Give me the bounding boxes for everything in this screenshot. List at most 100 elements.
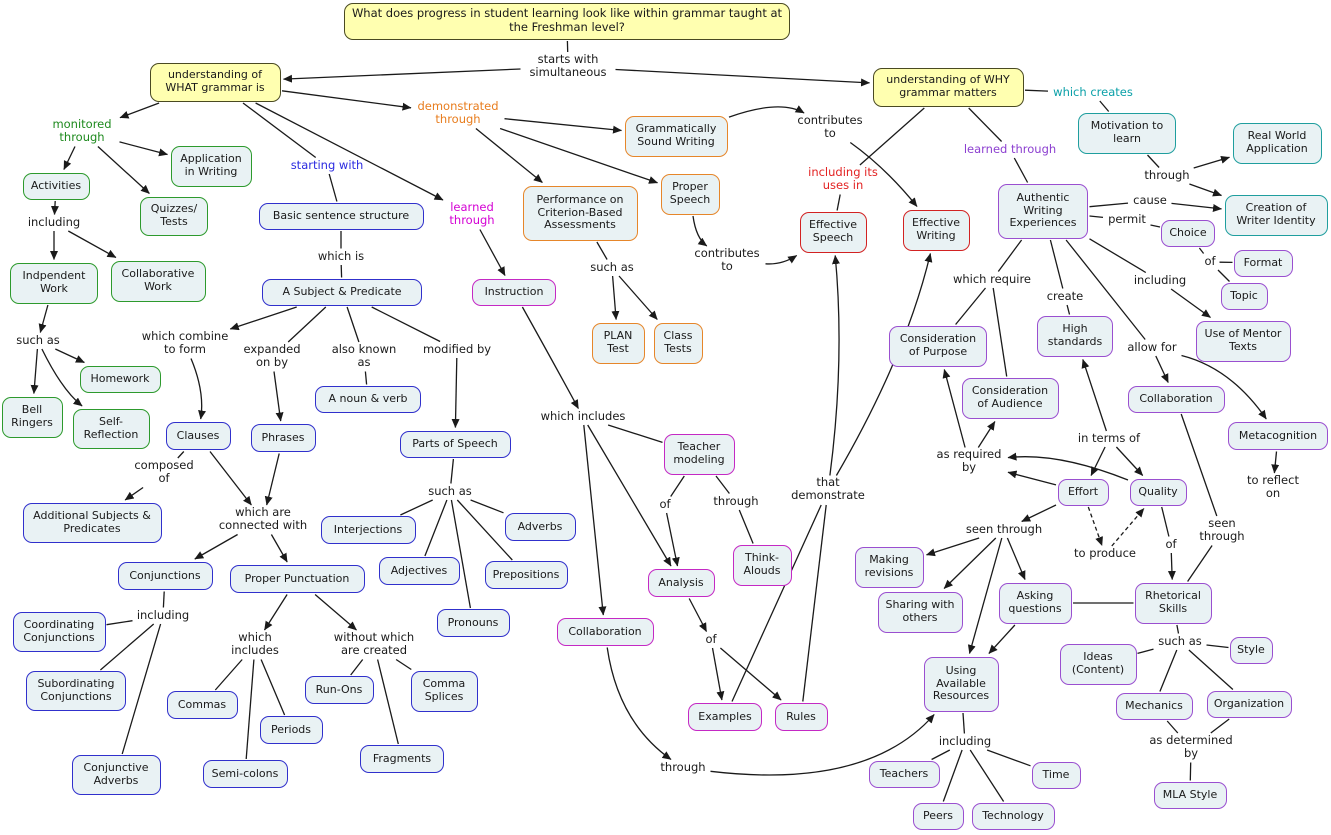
- linking-phrase-including3[interactable]: including: [1133, 272, 1187, 287]
- node-addsubj[interactable]: Additional Subjects & Predicates: [22, 503, 162, 543]
- linking-phrase-of4[interactable]: of: [1165, 536, 1177, 551]
- linking-phrase-connected[interactable]: which are connected with: [218, 505, 308, 532]
- node-mechanics[interactable]: Mechanics: [1115, 692, 1193, 720]
- node-quality[interactable]: Quality: [1129, 478, 1187, 506]
- linking-phrase-interms[interactable]: in terms of: [1077, 430, 1141, 445]
- node-pcba[interactable]: Performance on Criterion-Based Assessmen…: [522, 185, 638, 241]
- node-collab2[interactable]: Collaboration: [1127, 385, 1225, 413]
- node-peers[interactable]: Peers: [912, 802, 964, 830]
- node-commas[interactable]: Commas: [166, 691, 238, 719]
- node-asp[interactable]: A Subject & Predicate: [262, 278, 422, 306]
- node-time[interactable]: Time: [1031, 761, 1081, 789]
- linking-phrase-asrequired[interactable]: as required by: [936, 447, 1002, 474]
- focus-question-node[interactable]: What does progress in student learning l…: [344, 2, 790, 40]
- node-ideas[interactable]: Ideas (Content): [1059, 643, 1137, 685]
- linking-phrase-toreflect[interactable]: to reflect on: [1247, 473, 1299, 500]
- linking-phrase-through1[interactable]: through: [713, 493, 759, 508]
- node-asking[interactable]: Asking questions: [998, 582, 1072, 624]
- linking-phrase-whichincludes2[interactable]: which includes: [231, 630, 279, 657]
- linking-phrase-withoutwhich[interactable]: without which are created: [333, 630, 415, 657]
- node-appwriting[interactable]: Application in Writing: [170, 145, 252, 187]
- node-effspeech[interactable]: Effective Speech: [799, 211, 867, 253]
- linking-phrase-allowfor[interactable]: allow for: [1127, 339, 1177, 354]
- node-effwriting[interactable]: Effective Writing: [902, 209, 970, 251]
- linking-phrase-combine[interactable]: which combine to form: [141, 329, 229, 356]
- node-subconj[interactable]: Subordinating Conjunctions: [26, 671, 126, 711]
- node-nounverb[interactable]: A noun & verb: [315, 385, 421, 413]
- linking-phrase-thatdemo[interactable]: that demonstrate: [791, 475, 865, 502]
- node-commasplices[interactable]: Comma Splices: [410, 670, 478, 712]
- node-awe[interactable]: Authentic Writing Experiences: [998, 183, 1088, 239]
- node-quizzes[interactable]: Quizzes/ Tests: [140, 196, 208, 236]
- node-basic[interactable]: Basic sentence structure: [258, 202, 424, 230]
- node-mlastyle[interactable]: MLA Style: [1153, 781, 1227, 809]
- node-semicolons[interactable]: Semi-colons: [202, 760, 288, 788]
- linking-phrase-cause[interactable]: cause: [1133, 192, 1167, 207]
- node-creation[interactable]: Creation of Writer Identity: [1224, 194, 1328, 236]
- node-sharing[interactable]: Sharing with others: [877, 591, 963, 633]
- node-pronouns[interactable]: Pronouns: [436, 609, 510, 637]
- node-coordconj[interactable]: Coordinating Conjunctions: [12, 612, 106, 652]
- linking-phrase-of2[interactable]: of: [705, 631, 717, 646]
- node-independent[interactable]: Indpendent Work: [10, 262, 98, 304]
- linking-phrase-composedof[interactable]: composed of: [134, 458, 194, 485]
- node-periods[interactable]: Periods: [259, 716, 323, 744]
- node-examples[interactable]: Examples: [688, 703, 762, 731]
- linking-phrase-asdetermined[interactable]: as determined by: [1149, 733, 1233, 760]
- node-properspeech[interactable]: Proper Speech: [660, 173, 720, 215]
- node-highstandards[interactable]: High standards: [1037, 315, 1113, 357]
- linking-phrase-seenthrough1[interactable]: seen through: [965, 521, 1043, 536]
- node-conjunctions[interactable]: Conjunctions: [117, 562, 213, 590]
- linking-phrase-contributesto1[interactable]: contributes to: [797, 113, 863, 140]
- linking-phrase-suchas3[interactable]: such as: [590, 259, 634, 274]
- node-instruction[interactable]: Instruction: [472, 278, 556, 306]
- node-classtests[interactable]: Class Tests: [653, 322, 703, 364]
- node-motivation[interactable]: Motivation to learn: [1078, 112, 1176, 154]
- linking-phrase-whichrequire[interactable]: which require: [952, 271, 1032, 286]
- node-rhetorical[interactable]: Rhetorical Skills: [1134, 582, 1212, 624]
- node-why[interactable]: understanding of WHY grammar matters: [872, 67, 1024, 107]
- linking-phrase-including4[interactable]: including: [938, 733, 992, 748]
- linking-phrase-contributesto2[interactable]: contributes to: [694, 246, 760, 273]
- node-teachermodeling[interactable]: Teacher modeling: [663, 433, 735, 475]
- node-metacognition[interactable]: Metacognition: [1228, 422, 1328, 450]
- linking-phrase-expanded[interactable]: expanded on by: [243, 342, 301, 369]
- linking-phrase-whichincludes3[interactable]: which includes: [540, 408, 626, 423]
- node-plan[interactable]: PLAN Test: [591, 322, 645, 364]
- node-style[interactable]: Style: [1229, 636, 1273, 664]
- node-what[interactable]: understanding of WHAT grammar is: [149, 62, 281, 102]
- linking-phrase-whichcreates[interactable]: which creates: [1053, 84, 1133, 99]
- node-clauses[interactable]: Clauses: [165, 422, 231, 450]
- linking-phrase-learnedthrough1[interactable]: learned through: [449, 200, 495, 227]
- linking-phrase-monitored[interactable]: monitored through: [52, 117, 112, 144]
- node-thinkalouds[interactable]: Think- Alouds: [732, 544, 792, 586]
- node-selfreflect[interactable]: Self- Reflection: [72, 409, 150, 449]
- node-fragments[interactable]: Fragments: [360, 745, 444, 773]
- node-collabwork[interactable]: Collaborative Work: [110, 260, 206, 302]
- node-adjectives[interactable]: Adjectives: [378, 557, 460, 585]
- node-makingrev[interactable]: Making revisions: [854, 546, 924, 588]
- node-adverbs[interactable]: Adverbs: [504, 513, 576, 541]
- node-phrases[interactable]: Phrases: [250, 424, 316, 452]
- linking-phrase-seenthrough2[interactable]: seen through: [1199, 516, 1245, 543]
- node-homework[interactable]: Homework: [79, 365, 161, 393]
- linking-phrase-whichis[interactable]: which is: [317, 248, 365, 263]
- node-gsw[interactable]: Grammatically Sound Writing: [624, 115, 728, 157]
- node-considpurpose[interactable]: Consideration of Purpose: [889, 325, 987, 367]
- linking-phrase-including1[interactable]: including: [27, 214, 81, 229]
- node-conjadv[interactable]: Conjunctive Adverbs: [71, 755, 161, 795]
- node-collaboration1[interactable]: Collaboration: [556, 618, 654, 646]
- linking-phrase-through2[interactable]: through: [1144, 167, 1190, 182]
- node-properpunct[interactable]: Proper Punctuation: [229, 565, 365, 593]
- linking-phrase-suchas4[interactable]: such as: [1158, 633, 1202, 648]
- linking-phrase-learnedthrough2[interactable]: learned through: [963, 141, 1057, 156]
- linking-phrase-including2[interactable]: including: [136, 607, 190, 622]
- node-effort[interactable]: Effort: [1057, 478, 1109, 506]
- node-analysis[interactable]: Analysis: [647, 569, 715, 597]
- linking-phrase-suchas1[interactable]: such as: [16, 332, 60, 347]
- node-prepositions[interactable]: Prepositions: [484, 561, 568, 589]
- node-mentortexts[interactable]: Use of Mentor Texts: [1195, 320, 1291, 362]
- node-choice[interactable]: Choice: [1161, 219, 1215, 247]
- node-teachers[interactable]: Teachers: [868, 760, 940, 788]
- linking-phrase-permit[interactable]: permit: [1108, 211, 1146, 226]
